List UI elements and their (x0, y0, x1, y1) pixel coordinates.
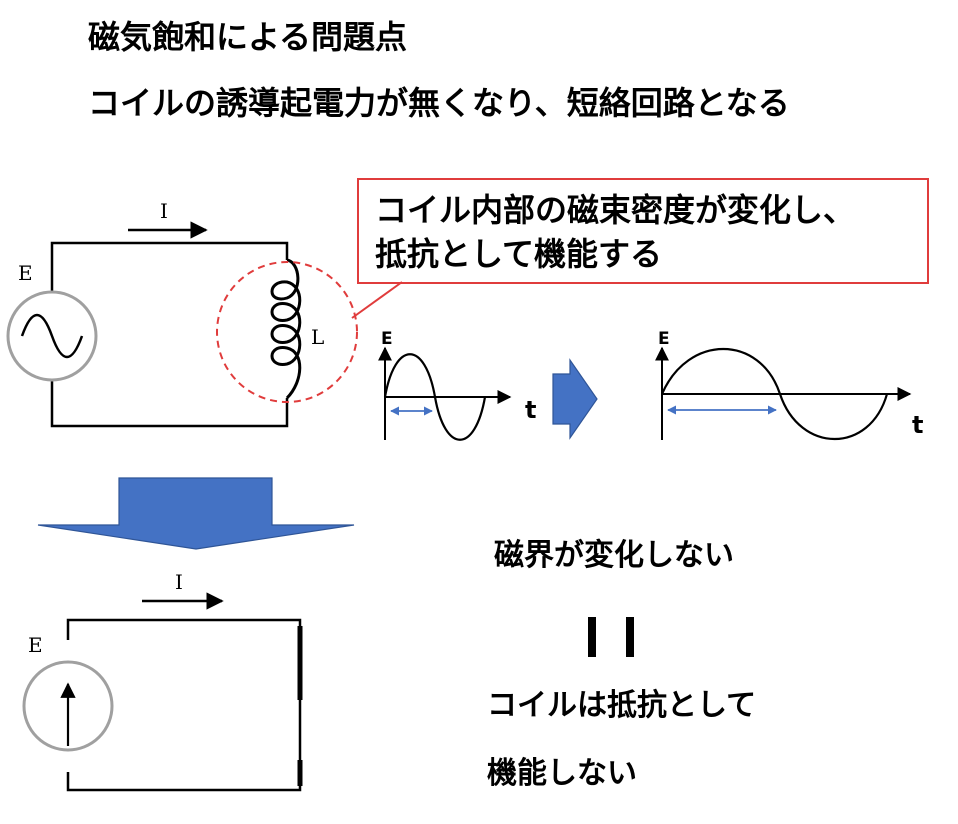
short-circuit-wire (66, 618, 302, 792)
arrow-right-icon (552, 358, 598, 440)
inductor-label: L (311, 325, 324, 349)
waveform-saturated: E t (655, 329, 923, 441)
page-title: 磁気飽和による問題点 (88, 18, 408, 56)
ac-source-icon (6, 290, 98, 382)
callout-line-1: コイル内部の磁束密度が変化し、 (375, 191, 856, 229)
callout-line-2: 抵抗として機能する (375, 235, 663, 273)
y-axis-label: E (381, 329, 393, 349)
sine-curve (383, 353, 487, 441)
equals-bar-icon (588, 617, 596, 657)
inductor-coil-icon (270, 258, 302, 400)
x-axis-label: t (525, 396, 536, 424)
arrow-down-icon (37, 477, 355, 550)
result-line-2: コイルは抵抗として (487, 688, 757, 723)
saturation-highlight-circle (216, 261, 358, 403)
page-subtitle: コイルの誘導起電力が無くなり、短絡回路となる (88, 84, 790, 122)
callout-box: コイル内部の磁束密度が変化し、 抵抗として機能する (357, 178, 929, 284)
sine-curve (660, 348, 889, 441)
top-circuit: I E L (6, 199, 403, 428)
callout-leader-line (351, 281, 403, 319)
current-label: I (175, 570, 183, 594)
equals-bar-icon (626, 617, 634, 657)
current-label: I (160, 199, 168, 223)
y-axis-label: E (658, 329, 670, 349)
bottom-wire (50, 380, 289, 428)
dc-source-icon (22, 660, 114, 752)
bottom-circuit: I E (22, 570, 303, 792)
x-axis-label: t (912, 411, 923, 439)
result-line-1: 磁界が変化しない (494, 538, 734, 573)
top-wire (50, 241, 289, 292)
source-label: E (18, 261, 33, 285)
source-label: E (28, 633, 43, 657)
result-line-3: 機能しない (487, 756, 637, 791)
waveform-normal: E t (378, 329, 536, 441)
